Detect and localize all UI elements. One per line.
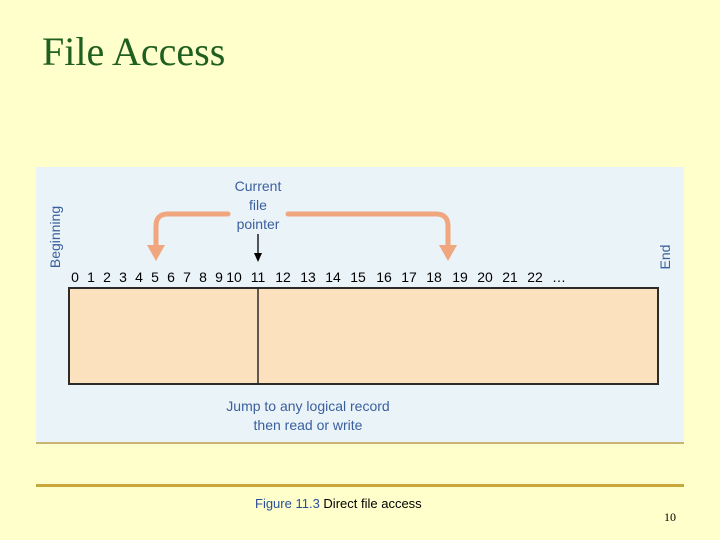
position-number: 17 <box>401 269 417 285</box>
jump-right-arrow <box>285 211 451 250</box>
position-number: 18 <box>426 269 442 285</box>
position-number: 10 <box>226 269 242 285</box>
position-number: 7 <box>183 269 191 285</box>
jump-left-arrow <box>153 211 231 250</box>
position-number: 15 <box>350 269 366 285</box>
jump-caption-line-2: then read or write <box>254 417 363 433</box>
jump-right-arrowhead <box>439 245 457 261</box>
position-number: 4 <box>135 269 143 285</box>
figure-caption-label: Figure 11.3 <box>255 496 320 511</box>
position-number: 5 <box>151 269 159 285</box>
pointer-label-line-3: pointer <box>237 216 280 232</box>
position-number: 1 <box>87 269 95 285</box>
position-number: 16 <box>376 269 392 285</box>
pointer-label-line-1: Current <box>235 178 282 194</box>
position-number: 11 <box>251 269 266 285</box>
position-number: 6 <box>167 269 175 285</box>
position-number: 3 <box>119 269 127 285</box>
position-number: 0 <box>71 269 79 285</box>
position-number: 12 <box>275 269 291 285</box>
caption-divider <box>36 484 684 487</box>
position-number: 20 <box>477 269 493 285</box>
position-number: 22 <box>527 269 543 285</box>
position-number: … <box>552 269 566 285</box>
beginning-label: Beginning <box>47 206 63 268</box>
position-number: 14 <box>325 269 341 285</box>
page-number: 10 <box>664 510 676 524</box>
position-number: 8 <box>199 269 207 285</box>
direct-access-diagram: Beginning End Current file pointer 0 1 2… <box>36 167 684 444</box>
position-number: 21 <box>502 269 518 285</box>
end-label: End <box>657 245 673 270</box>
position-number: 13 <box>300 269 316 285</box>
figure-caption-text: Direct file access <box>323 496 422 511</box>
position-number: 2 <box>103 269 111 285</box>
figure-caption: Figure 11.3 Direct file access <box>255 496 422 511</box>
position-number: 19 <box>452 269 468 285</box>
jump-caption-line-1: Jump to any logical record <box>226 398 389 414</box>
jump-left-arrowhead <box>147 245 165 261</box>
pointer-label-line-2: file <box>249 197 267 213</box>
file-records-box <box>68 287 659 385</box>
position-number: 9 <box>215 269 223 285</box>
slide-title: File Access <box>42 29 226 74</box>
current-pointer-arrowhead <box>254 253 262 262</box>
